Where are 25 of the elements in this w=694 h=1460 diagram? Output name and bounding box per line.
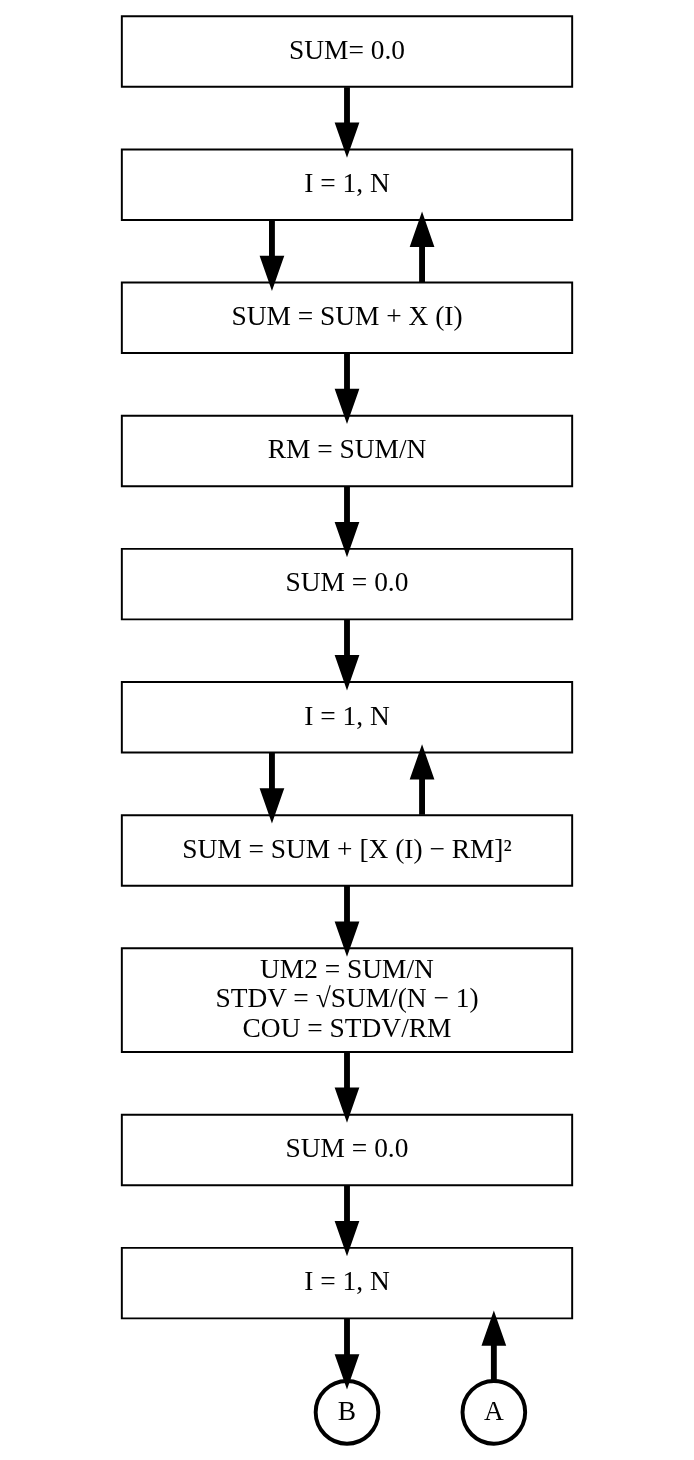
node-box: SUM= 0.0	[120, 15, 574, 88]
arrow	[409, 211, 435, 283]
node-box: I = 1, N	[120, 681, 574, 754]
node-box: RM = SUM/N	[120, 414, 574, 488]
arrow	[481, 1310, 507, 1381]
arrow	[334, 1052, 360, 1123]
arrow	[334, 619, 360, 691]
node-box: I = 1, N	[120, 1246, 574, 1320]
arrow	[259, 752, 285, 824]
node-box: I = 1, N	[120, 148, 574, 221]
node-box: SUM = SUM + X (I)	[120, 281, 574, 355]
arrow	[334, 486, 360, 558]
arrow	[334, 1185, 360, 1257]
node-circle: A	[460, 1379, 528, 1446]
arrow	[409, 744, 435, 815]
node-box: SUM = 0.0	[120, 547, 574, 621]
arrow	[259, 220, 285, 291]
arrow	[334, 87, 360, 158]
arrow	[334, 1318, 360, 1390]
node-box: UM2 = SUM/N STDV = √SUM/(N − 1) COU = STDV/RM	[120, 947, 574, 1054]
arrow	[334, 353, 360, 425]
node-circle: B	[313, 1379, 381, 1446]
node-box: SUM = SUM + [X (I) − RM]²	[120, 814, 574, 887]
node-box: SUM = 0.0	[120, 1113, 574, 1187]
arrow	[334, 885, 360, 957]
